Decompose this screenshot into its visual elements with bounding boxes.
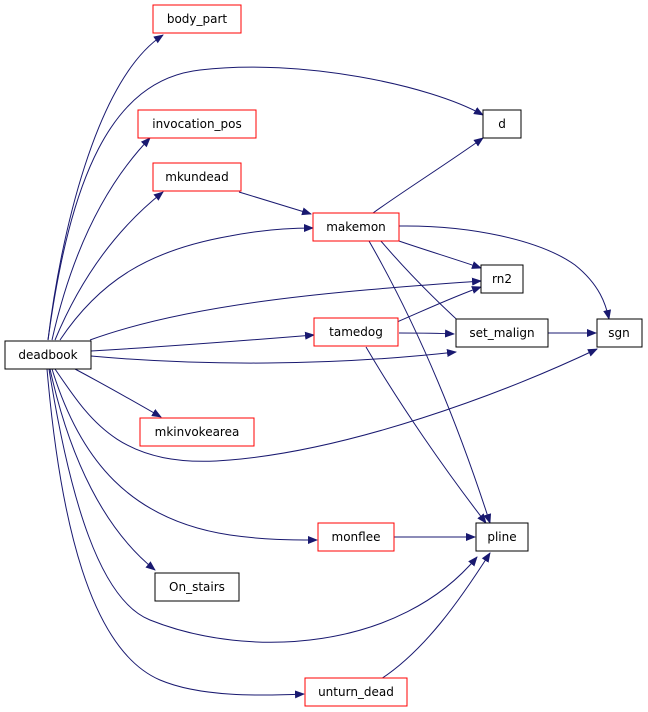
- node-makemon[interactable]: makemon: [312, 212, 400, 242]
- node-body_part[interactable]: body_part: [152, 4, 242, 34]
- node-label-monflee: monflee: [332, 530, 381, 544]
- node-box-rn2: [480, 264, 524, 294]
- edge-deadbook-rn2: [89, 277, 482, 341]
- node-box-On_stairs: [154, 572, 240, 602]
- node-box-unturn_dead: [304, 677, 408, 707]
- node-label-body_part: body_part: [167, 12, 228, 26]
- edge-deadbook-monflee: [51, 368, 318, 544]
- node-unturn_dead[interactable]: unturn_dead: [304, 677, 408, 707]
- node-On_stairs[interactable]: On_stairs: [154, 572, 240, 602]
- node-label-d: d: [498, 117, 506, 131]
- edge-deadbook-tamedog: [90, 331, 315, 352]
- edge-deadbook-invocation_pos: [51, 137, 151, 341]
- node-box-pline: [475, 522, 529, 552]
- edge-deadbook-On_stairs: [49, 368, 156, 571]
- node-box-invocation_pos: [137, 109, 257, 139]
- edge-tamedog-rn2: [396, 286, 482, 323]
- edge-deadbook-makemon: [59, 224, 314, 341]
- node-box-makemon: [312, 212, 400, 242]
- edge-deadbook-pline: [48, 368, 478, 643]
- edge-mkundead-makemon: [238, 191, 312, 216]
- node-label-invocation_pos: invocation_pos: [152, 117, 242, 131]
- edge-deadbook-unturn_dead: [46, 368, 305, 699]
- node-box-mkundead: [152, 162, 242, 192]
- node-box-tamedog: [313, 317, 399, 347]
- edge-deadbook-body_part: [47, 34, 164, 341]
- node-label-On_stairs: On_stairs: [169, 580, 225, 594]
- edge-deadbook-d: [47, 66, 484, 341]
- node-label-mkundead: mkundead: [165, 170, 228, 184]
- nodes: deadbook body_part d invocation_pos mkun…: [4, 4, 643, 707]
- node-box-sgn: [596, 318, 643, 348]
- edge-makemon-pline: [368, 240, 492, 524]
- node-box-d: [482, 109, 522, 139]
- node-label-pline: pline: [487, 530, 516, 544]
- node-label-unturn_dead: unturn_dead: [318, 685, 394, 699]
- edge-tamedog-set_malign: [398, 329, 455, 338]
- node-label-mkinvokearea: mkinvokearea: [155, 425, 240, 439]
- edge-makemon-sgn: [398, 225, 612, 320]
- edge-makemon-d: [372, 137, 484, 214]
- edge-tamedog-pline: [365, 346, 487, 524]
- node-label-makemon: makemon: [326, 220, 386, 234]
- node-mkundead[interactable]: mkundead: [152, 162, 242, 192]
- node-label-sgn: sgn: [608, 326, 629, 340]
- edge-unturn_dead-pline: [380, 552, 491, 680]
- node-invocation_pos[interactable]: invocation_pos: [137, 109, 257, 139]
- edge-deadbook-mkundead: [54, 191, 164, 341]
- node-label-rn2: rn2: [492, 272, 512, 286]
- node-set_malign[interactable]: set_malign: [455, 318, 549, 348]
- node-box-mkinvokearea: [139, 417, 255, 447]
- node-label-set_malign: set_malign: [469, 326, 534, 340]
- node-box-monflee: [317, 522, 395, 552]
- node-tamedog[interactable]: tamedog: [313, 317, 399, 347]
- node-deadbook[interactable]: deadbook: [4, 340, 92, 370]
- edge-deadbook-sgn: [54, 348, 598, 462]
- node-mkinvokearea[interactable]: mkinvokearea: [139, 417, 255, 447]
- edge-deadbook-mkinvokearea: [74, 368, 162, 418]
- node-box-set_malign: [455, 318, 549, 348]
- node-label-deadbook: deadbook: [18, 348, 77, 362]
- node-box-deadbook: [4, 340, 92, 370]
- node-d[interactable]: d: [482, 109, 522, 139]
- node-pline[interactable]: pline: [475, 522, 529, 552]
- node-sgn[interactable]: sgn: [596, 318, 643, 348]
- node-rn2[interactable]: rn2: [480, 264, 524, 294]
- node-label-tamedog: tamedog: [329, 325, 383, 339]
- edge-deadbook-set_malign: [90, 349, 457, 364]
- edge-makemon-rn2: [395, 239, 482, 269]
- node-box-body_part: [152, 4, 242, 34]
- node-monflee[interactable]: monflee: [317, 522, 395, 552]
- edges: [46, 34, 612, 699]
